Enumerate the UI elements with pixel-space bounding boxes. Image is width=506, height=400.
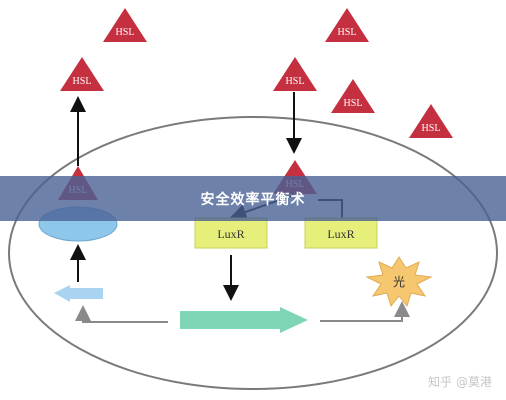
hsl-triangle: HSL xyxy=(103,8,147,42)
svg-text:HSL: HSL xyxy=(286,76,305,87)
light-burst-icon: 光 xyxy=(365,256,433,308)
cell-outline xyxy=(8,116,498,390)
svg-text:LuxR: LuxR xyxy=(217,227,244,241)
hsl-triangle: HSL xyxy=(60,57,104,91)
svg-text:HSL: HSL xyxy=(338,27,357,38)
banner-title: 安全效率平衡术 xyxy=(200,191,306,208)
hsl-triangle: HSL xyxy=(331,79,375,113)
hsl-triangle: HSL xyxy=(409,104,453,138)
luxr-box-left: LuxR xyxy=(194,217,268,249)
svg-text:HSL: HSL xyxy=(422,123,441,134)
svg-text:光: 光 xyxy=(393,275,405,289)
hsl-triangle: HSL xyxy=(273,57,317,91)
svg-text:HSL: HSL xyxy=(73,76,92,87)
hsl-triangle: HSL xyxy=(325,8,369,42)
blue-left-arrow xyxy=(54,285,103,302)
feedback-line-right xyxy=(320,301,410,322)
svg-text:LuxR: LuxR xyxy=(327,227,354,241)
luxr-box-right: LuxR xyxy=(304,217,378,249)
watermark: 知乎 @莫港 xyxy=(428,375,492,389)
svg-text:HSL: HSL xyxy=(344,98,363,109)
feedback-line-left xyxy=(75,305,168,323)
svg-text:HSL: HSL xyxy=(116,27,135,38)
title-banner: 安全效率平衡术 xyxy=(0,176,506,221)
green-gene-arrow xyxy=(180,307,308,333)
